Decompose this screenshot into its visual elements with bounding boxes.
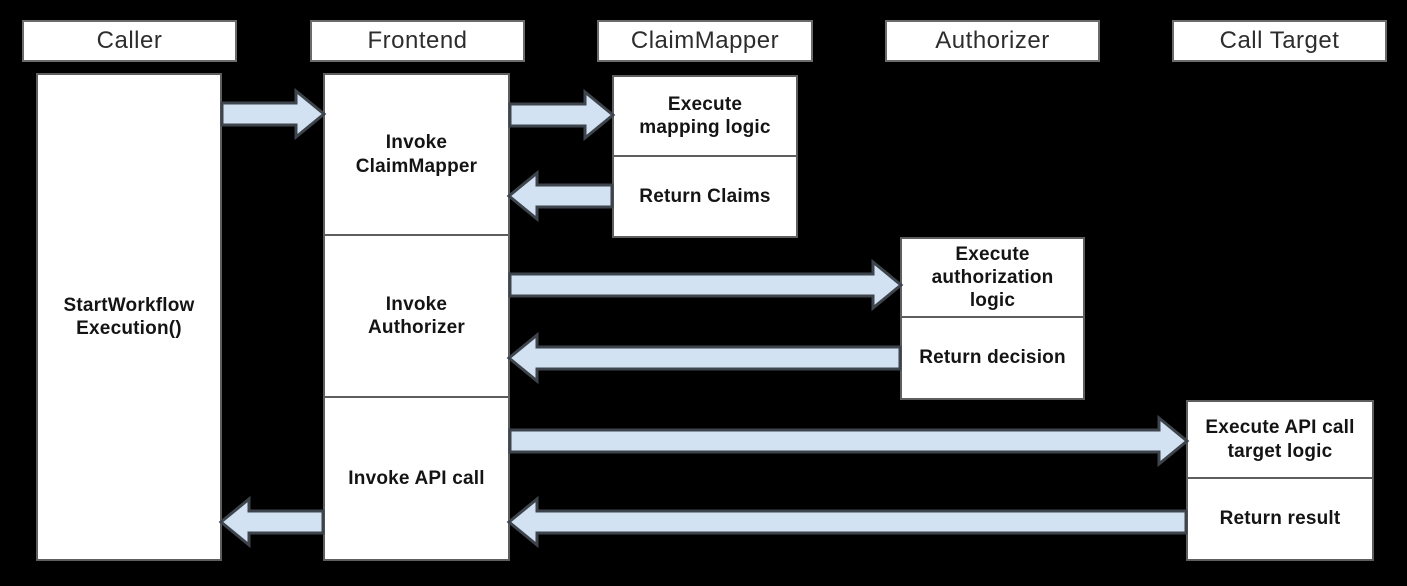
box-label: Return result [1219, 508, 1341, 530]
column-header-authorizer: Authorizer [885, 20, 1100, 62]
box-label: Invoke Authorizer [368, 293, 465, 338]
box-label: Return decision [919, 347, 1066, 369]
box-return-claims: Return Claims [612, 155, 798, 238]
box-invoke-api-call: Invoke API call [323, 396, 510, 561]
box-return-decision: Return decision [900, 316, 1085, 400]
arrow-call-target-to-frontend [506, 495, 1188, 549]
box-label: Execute mapping logic [639, 93, 771, 138]
column-header-claimmapper: ClaimMapper [597, 20, 813, 62]
column-header-frontend: Frontend [310, 20, 525, 62]
column-header-label: Call Target [1219, 27, 1340, 54]
box-execute-mapping-logic: Execute mapping logic [612, 75, 798, 157]
box-label: StartWorkflow Execution() [63, 294, 195, 339]
box-startworkflow-execution: StartWorkflow Execution() [36, 73, 222, 561]
box-execute-authorization-logic: Execute authorization logic [900, 237, 1085, 318]
column-header-label: Authorizer [935, 27, 1050, 54]
arrow-frontend-to-call-target [508, 414, 1190, 468]
arrow-claimmapper-to-frontend [506, 169, 614, 223]
arrow-authorizer-to-frontend [506, 331, 902, 385]
box-return-result: Return result [1186, 477, 1374, 561]
column-header-label: Frontend [367, 27, 468, 54]
box-label: Execute API call target logic [1205, 417, 1355, 462]
column-header-call-target: Call Target [1172, 20, 1387, 62]
column-header-label: ClaimMapper [630, 27, 780, 54]
box-execute-api-call-target-logic: Execute API call target logic [1186, 400, 1374, 479]
box-invoke-authorizer: Invoke Authorizer [323, 234, 510, 398]
box-label: Invoke ClaimMapper [355, 132, 478, 177]
arrow-frontend-to-claimmapper [508, 88, 616, 142]
column-header-label: Caller [96, 27, 163, 54]
box-label: Return Claims [639, 185, 771, 207]
arrow-frontend-to-caller [218, 495, 325, 549]
box-invoke-claimmapper: Invoke ClaimMapper [323, 73, 510, 236]
column-header-caller: Caller [22, 20, 237, 62]
arrow-caller-to-frontend [220, 87, 327, 141]
box-label: Invoke API call [348, 467, 485, 489]
box-label: Execute authorization logic [931, 243, 1054, 312]
arrow-frontend-to-authorizer [508, 258, 904, 312]
